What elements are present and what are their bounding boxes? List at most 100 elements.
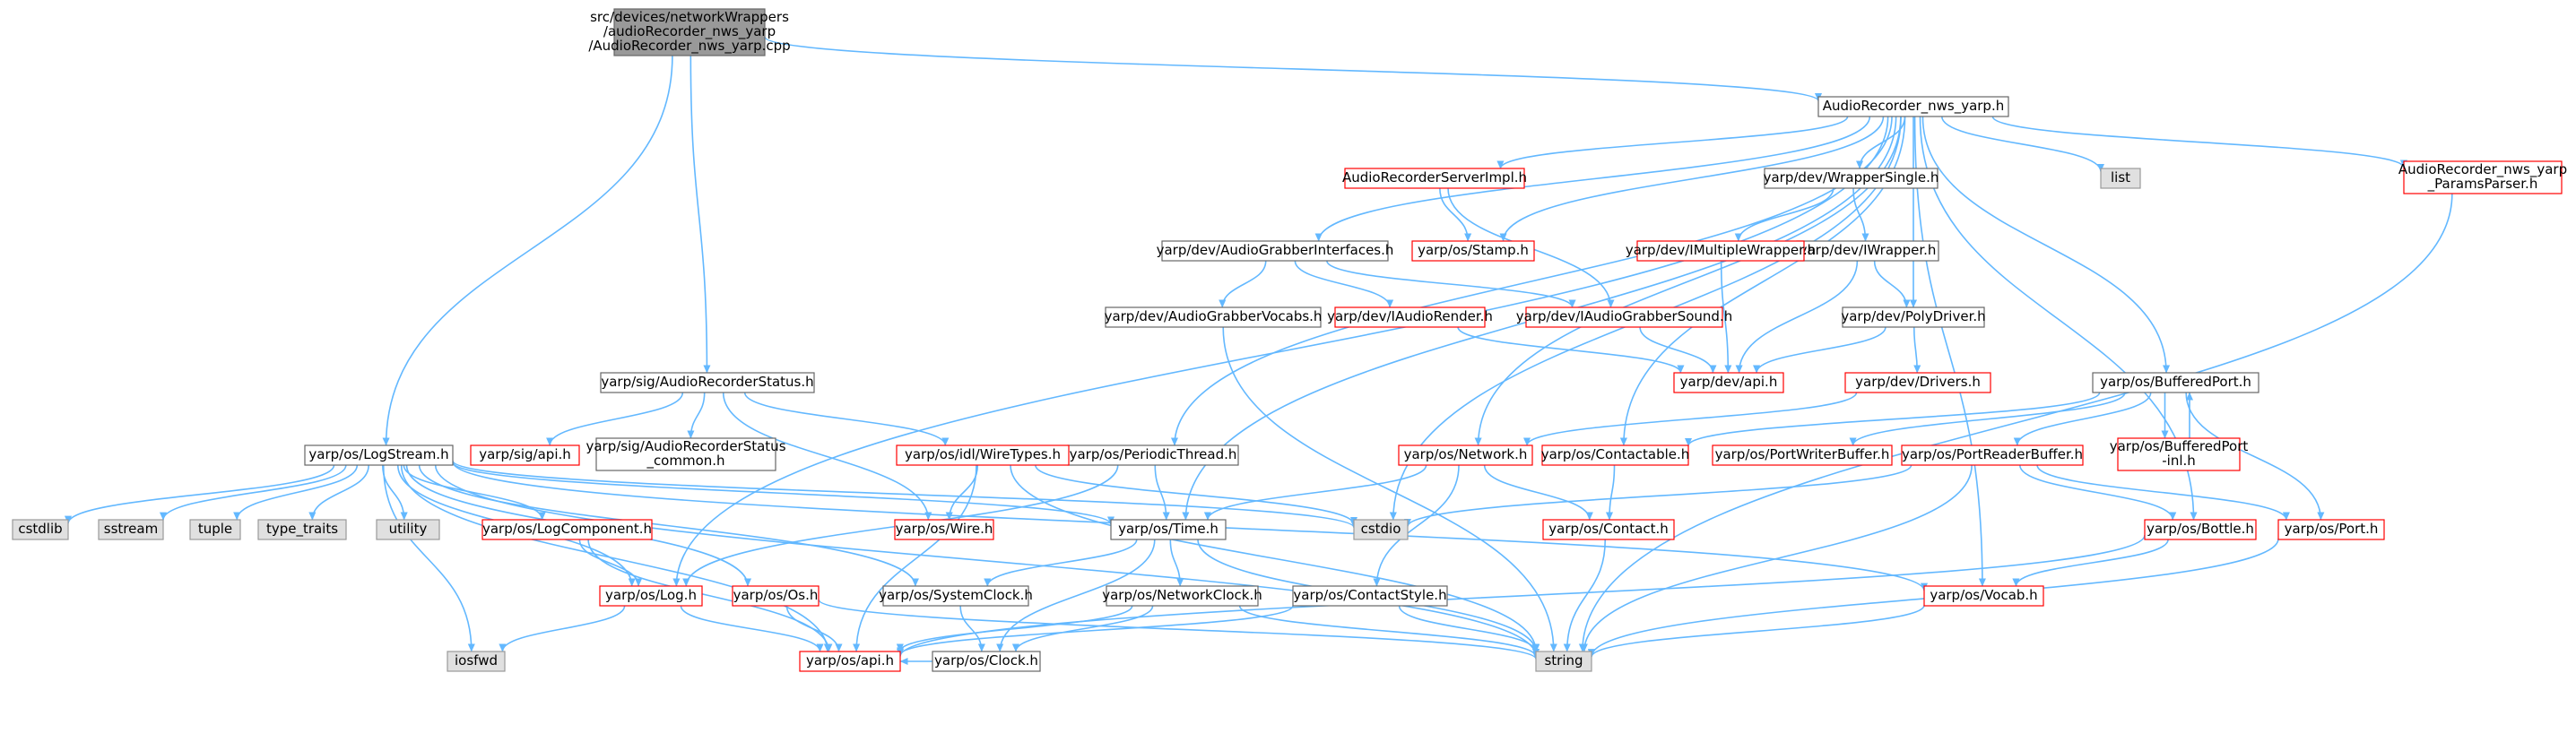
include-edge-contactable-to-contact bbox=[1605, 464, 1616, 521]
node-box-imultiple bbox=[1636, 240, 1805, 262]
node-label-cstdlib: cstdlib bbox=[18, 521, 62, 537]
include-edge-root-to-logstream bbox=[382, 55, 673, 446]
include-edge-drivers-to-network bbox=[1523, 392, 1858, 446]
node-label-devapi: yarp/dev/api.h bbox=[1680, 374, 1778, 390]
node-time[interactable]: yarp/os/Time.h bbox=[1110, 519, 1227, 540]
include-edge-polydriver-to-drivers bbox=[1912, 326, 1921, 374]
node-box-typetraits bbox=[257, 519, 347, 540]
include-edge-contactstyle-to-osapi bbox=[897, 605, 1294, 656]
include-edge-log-to-osapi bbox=[680, 605, 824, 652]
node-label-contactable: yarp/os/Contactable.h bbox=[1541, 446, 1690, 462]
node-box-arstatuscommon bbox=[595, 437, 776, 471]
node-box-agvocabs bbox=[1105, 306, 1322, 328]
node-label-clock: yarp/os/Clock.h bbox=[934, 652, 1038, 669]
node-logstream[interactable]: yarp/os/LogStream.h bbox=[304, 444, 454, 466]
node-imultiple[interactable]: yarp/dev/IMultipleWrapper.h bbox=[1626, 240, 1816, 262]
node-serverimpl[interactable]: AudioRecorderServerImpl.h bbox=[1342, 168, 1527, 189]
node-box-devapi bbox=[1673, 372, 1784, 393]
node-label-string: string bbox=[1544, 652, 1583, 669]
node-label-imultiple: yarp/dev/IMultipleWrapper.h bbox=[1626, 242, 1816, 258]
include-edge-imultiple-to-devapi bbox=[1720, 260, 1732, 374]
node-label-time: yarp/os/Time.h bbox=[1118, 521, 1219, 537]
node-port[interactable]: yarp/os/Port.h bbox=[2277, 519, 2385, 540]
node-label-portreader: yarp/os/PortReaderBuffer.h bbox=[1902, 446, 2083, 462]
include-edge-hdr-to-stamp bbox=[1499, 116, 1885, 242]
node-paramsparser[interactable]: AudioRecorder_nws_yarp_ParamsParser.h bbox=[2398, 160, 2567, 194]
node-os[interactable]: yarp/os/Os.h bbox=[732, 585, 820, 607]
node-stamp[interactable]: yarp/os/Stamp.h bbox=[1411, 240, 1535, 262]
node-label-logcomp: yarp/os/LogComponent.h bbox=[482, 521, 652, 537]
include-edge-arstatus-to-wiretypes bbox=[743, 392, 950, 446]
include-edge-arstatus-to-wire bbox=[722, 392, 932, 521]
node-portreader[interactable]: yarp/os/PortReaderBuffer.h bbox=[1901, 444, 2084, 466]
include-edge-hdr-to-serverimpl bbox=[1496, 116, 1849, 169]
include-edge-network-to-contactstyle bbox=[1373, 464, 1460, 587]
include-edge-hdr-to-agi bbox=[1314, 116, 1871, 242]
node-box-logcomp bbox=[481, 519, 653, 540]
node-box-contactable bbox=[1541, 444, 1689, 466]
node-vocab[interactable]: yarp/os/Vocab.h bbox=[1923, 585, 2044, 607]
node-agvocabs[interactable]: yarp/dev/AudioGrabberVocabs.h bbox=[1105, 306, 1323, 328]
node-iagsound[interactable]: yarp/dev/IAudioGrabberSound.h bbox=[1516, 306, 1732, 328]
node-devapi[interactable]: yarp/dev/api.h bbox=[1673, 372, 1784, 393]
node-netclock[interactable]: yarp/os/NetworkClock.h bbox=[1102, 585, 1262, 607]
node-wire[interactable]: yarp/os/Wire.h bbox=[894, 519, 994, 540]
node-polydriver[interactable]: yarp/dev/PolyDriver.h bbox=[1841, 306, 1986, 328]
node-drivers[interactable]: yarp/dev/Drivers.h bbox=[1844, 372, 1991, 393]
node-network[interactable]: yarp/os/Network.h bbox=[1398, 444, 1533, 466]
node-label-sysclock: yarp/os/SystemClock.h bbox=[879, 587, 1033, 603]
include-edge-hdr-to-network bbox=[1474, 116, 1902, 446]
node-logcomp[interactable]: yarp/os/LogComponent.h bbox=[481, 519, 653, 540]
include-edge-network-to-contact bbox=[1483, 464, 1593, 521]
node-contact[interactable]: yarp/os/Contact.h bbox=[1542, 519, 1675, 540]
edge-layer bbox=[65, 36, 2453, 666]
include-edge-portreader-to-port bbox=[2036, 464, 2290, 521]
node-hdr[interactable]: AudioRecorder_nws_yarp.h bbox=[1817, 96, 2009, 117]
node-iwrapper[interactable]: yarp/dev/IWrapper.h bbox=[1796, 240, 1939, 262]
node-label-arstatuscommon: yarp/sig/AudioRecorderStatus bbox=[585, 438, 785, 454]
node-clock[interactable]: yarp/os/Clock.h bbox=[932, 651, 1041, 672]
node-osapi[interactable]: yarp/os/api.h bbox=[799, 651, 901, 672]
node-label-cstdio: cstdio bbox=[1361, 521, 1401, 537]
node-root[interactable]: src/devices/networkWrappers/audioRecorde… bbox=[588, 8, 791, 56]
node-box-tuple bbox=[189, 519, 241, 540]
node-label-utility: utility bbox=[389, 521, 428, 537]
include-edge-serverimpl-to-stamp bbox=[1439, 187, 1472, 242]
include-edge-bufport-to-portreader bbox=[2013, 392, 2152, 446]
node-label-sigapi: yarp/sig/api.h bbox=[479, 446, 571, 462]
node-box-iaudiorender bbox=[1334, 306, 1486, 328]
node-box-contactstyle bbox=[1292, 585, 1448, 607]
node-bottle[interactable]: yarp/os/Bottle.h bbox=[2144, 519, 2257, 540]
include-edge-wiretypes-to-cstdio bbox=[1035, 464, 1357, 525]
node-box-sigapi bbox=[470, 444, 580, 466]
node-log[interactable]: yarp/os/Log.h bbox=[599, 585, 703, 607]
node-bufportinl[interactable]: yarp/os/BufferedPort-inl.h bbox=[2110, 437, 2249, 471]
include-edge-periodic-to-time bbox=[1154, 464, 1170, 521]
node-agi[interactable]: yarp/dev/AudioGrabberInterfaces.h bbox=[1157, 240, 1394, 262]
node-iaudiorender[interactable]: yarp/dev/IAudioRender.h bbox=[1327, 306, 1493, 328]
node-contactable[interactable]: yarp/os/Contactable.h bbox=[1541, 444, 1690, 466]
node-sysclock[interactable]: yarp/os/SystemClock.h bbox=[879, 585, 1033, 607]
node-label-wire: yarp/os/Wire.h bbox=[896, 521, 993, 537]
node-box-serverimpl bbox=[1344, 168, 1525, 189]
node-label-paramsparser: _ParamsParser.h bbox=[2427, 176, 2538, 193]
include-edge-agi-to-agvocabs bbox=[1219, 260, 1267, 308]
node-label-agvocabs: yarp/dev/AudioGrabberVocabs.h bbox=[1105, 308, 1323, 324]
node-label-vocab: yarp/os/Vocab.h bbox=[1930, 587, 2037, 603]
node-layer: src/devices/networkWrappers/audioRecorde… bbox=[12, 8, 2567, 672]
node-portwriter[interactable]: yarp/os/PortWriterBuffer.h bbox=[1712, 444, 1893, 466]
node-bufport[interactable]: yarp/os/BufferedPort.h bbox=[2092, 372, 2259, 393]
node-arstatuscommon[interactable]: yarp/sig/AudioRecorderStatus_common.h bbox=[585, 437, 786, 471]
node-arstatus[interactable]: yarp/sig/AudioRecorderStatus.h bbox=[600, 372, 815, 393]
node-contactstyle[interactable]: yarp/os/ContactStyle.h bbox=[1292, 585, 1448, 607]
node-box-bottle bbox=[2144, 519, 2257, 540]
node-label-contactstyle: yarp/os/ContactStyle.h bbox=[1293, 587, 1446, 603]
node-wiretypes[interactable]: yarp/os/idl/WireTypes.h bbox=[896, 444, 1070, 466]
node-sigapi[interactable]: yarp/sig/api.h bbox=[470, 444, 580, 466]
include-edge-bufport-to-port bbox=[2185, 392, 2325, 521]
include-edge-netclock-to-string bbox=[1238, 605, 1540, 658]
include-edge-logstream-to-string bbox=[434, 464, 1540, 658]
node-periodic[interactable]: yarp/os/PeriodicThread.h bbox=[1067, 444, 1239, 466]
include-edge-portreader-to-bottle bbox=[2018, 464, 2177, 521]
node-wrapsingle[interactable]: yarp/dev/WrapperSingle.h bbox=[1764, 168, 1939, 189]
